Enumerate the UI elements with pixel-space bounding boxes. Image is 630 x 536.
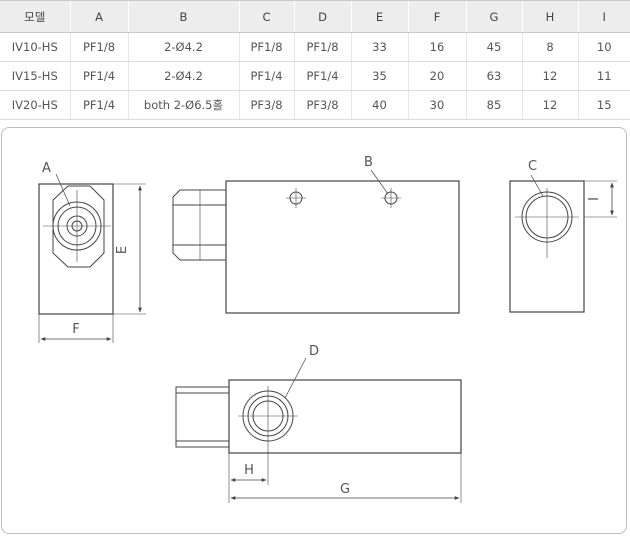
table-cell: 12 <box>521 61 578 91</box>
table-cell: 16 <box>407 32 466 62</box>
table-cell: 35 <box>350 61 408 91</box>
table-cell: PF3/8 <box>238 90 294 120</box>
table-cell: IV10-HS <box>0 32 70 62</box>
table-cell: IV20-HS <box>0 90 70 120</box>
header-cell: E <box>350 0 408 33</box>
table-cell: 2-Ø4.2 <box>127 32 239 62</box>
label-h: H <box>244 463 254 478</box>
label-i: I <box>587 197 602 201</box>
header-cell: D <box>293 0 351 33</box>
front-view <box>38 173 146 343</box>
drawing-frame <box>1 127 627 534</box>
end-view <box>509 174 617 313</box>
table-cell: PF1/8 <box>293 32 351 62</box>
table-row: IV10-HS PF1/8 2-Ø4.2 PF1/8 PF1/8 33 16 4… <box>0 32 630 62</box>
label-d: D <box>309 344 319 359</box>
header-cell: B <box>127 0 239 33</box>
table-cell: 33 <box>350 32 408 62</box>
table-cell: both 2-Ø6.5홀 <box>127 90 239 120</box>
table-cell: PF1/8 <box>69 32 128 62</box>
table-cell: PF1/4 <box>238 61 294 91</box>
table-cell: 63 <box>465 61 522 91</box>
table-cell: PF3/8 <box>293 90 351 120</box>
table-cell: 40 <box>350 90 408 120</box>
table-cell: 45 <box>465 32 522 62</box>
header-cell: 모델 <box>0 0 70 33</box>
label-b: B <box>364 155 373 170</box>
label-a: A <box>42 161 51 176</box>
table-cell: 12 <box>521 90 578 120</box>
header-cell: G <box>465 0 522 33</box>
label-e: E <box>115 246 130 254</box>
label-g: G <box>340 482 350 497</box>
table-header-row: 모델 A B C D E F G H I <box>0 0 630 33</box>
table-row: IV15-HS PF1/4 2-Ø4.2 PF1/4 PF1/4 35 20 6… <box>0 61 630 91</box>
table-cell: PF1/8 <box>238 32 294 62</box>
label-f: F <box>72 322 79 337</box>
table-cell: PF1/4 <box>293 61 351 91</box>
header-cell: F <box>407 0 466 33</box>
header-cell: H <box>521 0 578 33</box>
spec-table: 모델 A B C D E F G H I IV10-HS PF1/8 2-Ø4.… <box>0 0 630 120</box>
table-cell: 11 <box>577 61 630 91</box>
table-cell: 85 <box>465 90 522 120</box>
table-cell: 10 <box>577 32 630 62</box>
bottom-view <box>175 357 462 503</box>
table-cell: 20 <box>407 61 466 91</box>
header-cell: A <box>69 0 128 33</box>
header-cell: C <box>238 0 294 33</box>
table-cell: PF1/4 <box>69 61 128 91</box>
table-cell: 8 <box>521 32 578 62</box>
table-cell: 2-Ø4.2 <box>127 61 239 91</box>
table-cell: 30 <box>407 90 466 120</box>
header-cell: I <box>577 0 630 33</box>
table-cell: IV15-HS <box>0 61 70 91</box>
label-c: C <box>528 159 537 174</box>
table-cell: PF1/4 <box>69 90 128 120</box>
side-view <box>172 169 460 314</box>
table-cell: 15 <box>577 90 630 120</box>
table-row: IV20-HS PF1/4 both 2-Ø6.5홀 PF3/8 PF3/8 4… <box>0 90 630 120</box>
